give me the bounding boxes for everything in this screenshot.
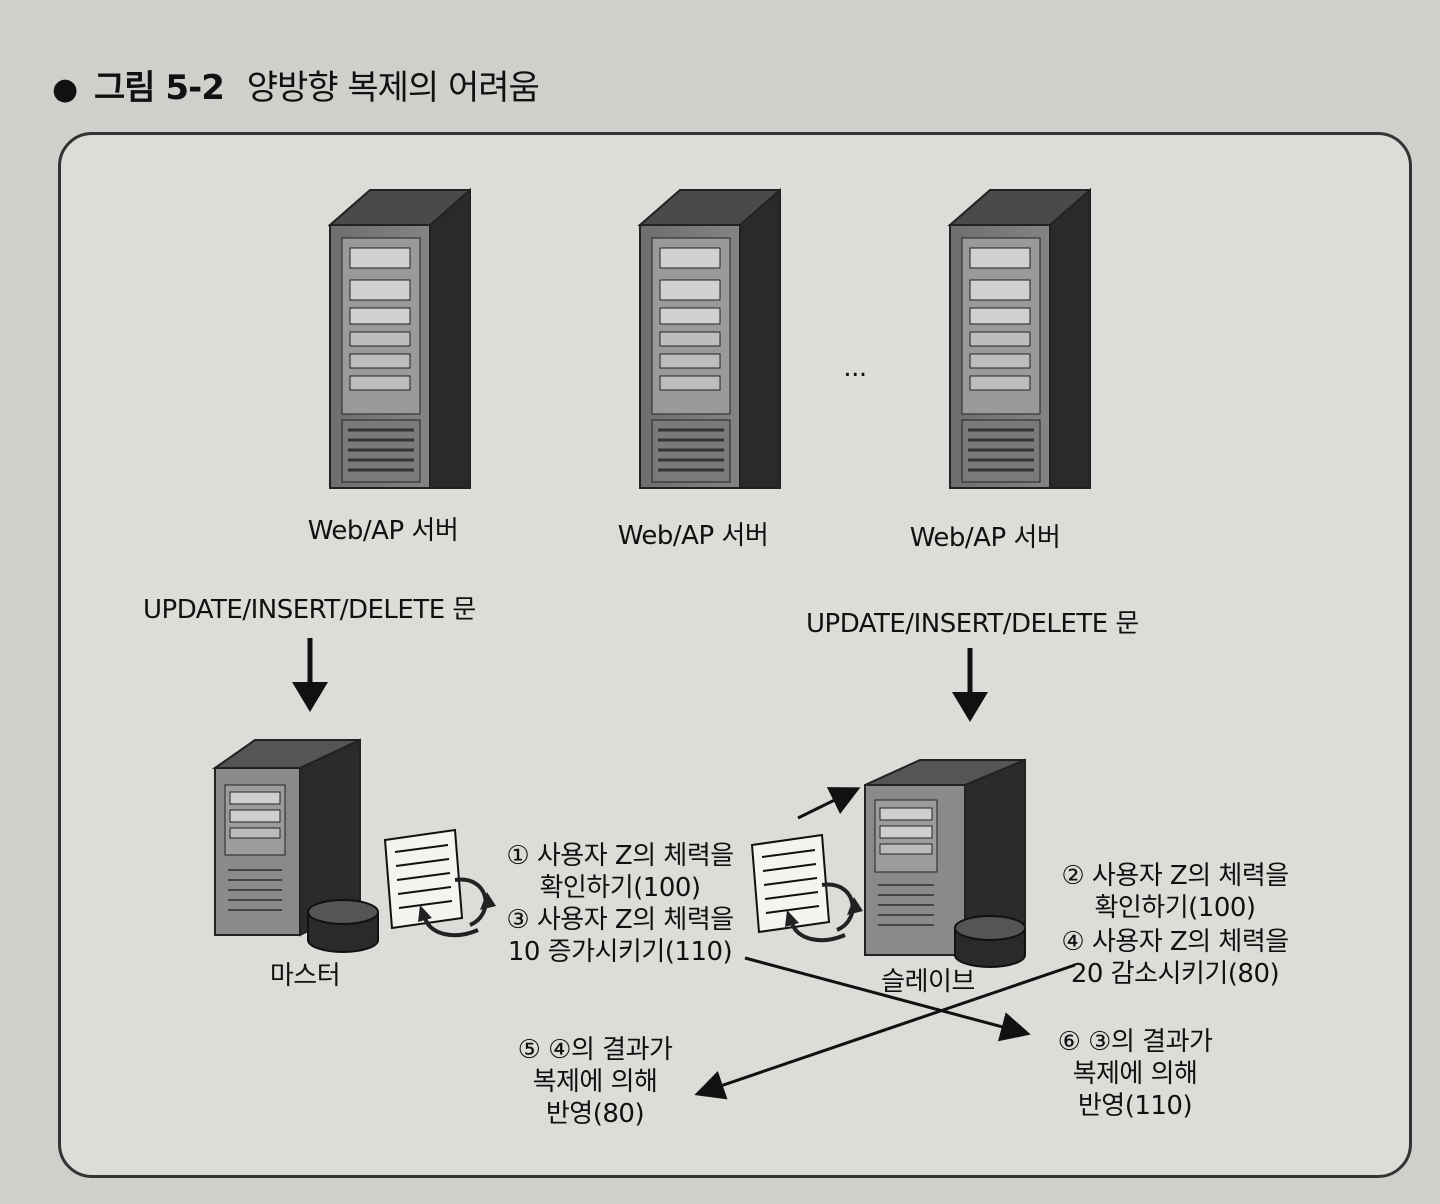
web-server-1-label: Web/AP 서버 bbox=[298, 515, 468, 547]
step-3-line-2: 10 증가시키기(110) bbox=[490, 936, 750, 968]
step-4-line-2: 20 감소시키기(80) bbox=[1040, 958, 1310, 990]
slave-label: 슬레이브 bbox=[868, 966, 988, 998]
step-6-label: ⑥ ③의 결과가 복제에 의해 반영(110) bbox=[1035, 1026, 1235, 1122]
step-3-label: ③ 사용자 Z의 체력을 10 증가시키기(110) bbox=[490, 904, 750, 968]
step-1-line-1: ① 사용자 Z의 체력을 bbox=[490, 840, 750, 872]
step-1-label: ① 사용자 Z의 체력을 확인하기(100) bbox=[490, 840, 750, 904]
web-server-2-label: Web/AP 서버 bbox=[608, 520, 778, 552]
servers-ellipsis: ... bbox=[835, 352, 875, 384]
web-server-3-label: Web/AP 서버 bbox=[900, 522, 1070, 554]
step-6-line-3: 반영(110) bbox=[1035, 1090, 1235, 1122]
step-5-line-3: 반영(80) bbox=[495, 1098, 695, 1130]
web-server-1-icon bbox=[330, 190, 470, 488]
step-6-line-1: ⑥ ③의 결과가 bbox=[1035, 1026, 1235, 1058]
step-2-label: ② 사용자 Z의 체력을 확인하기(100) bbox=[1040, 860, 1310, 924]
step-5-label: ⑤ ④의 결과가 복제에 의해 반영(80) bbox=[495, 1034, 695, 1130]
web-server-3-icon bbox=[950, 190, 1090, 488]
master-sql-arrow bbox=[292, 638, 328, 712]
step-5-line-1: ⑤ ④의 결과가 bbox=[495, 1034, 695, 1066]
step-2-line-1: ② 사용자 Z의 체력을 bbox=[1040, 860, 1310, 892]
slave-sql-label: UPDATE/INSERT/DELETE 문 bbox=[806, 608, 1166, 640]
slave-sql-arrow bbox=[952, 648, 988, 722]
step-4-line-1: ④ 사용자 Z의 체력을 bbox=[1040, 926, 1310, 958]
step-6-line-2: 복제에 의해 bbox=[1035, 1058, 1235, 1090]
step-1-line-2: 확인하기(100) bbox=[490, 872, 750, 904]
step-4-label: ④ 사용자 Z의 체력을 20 감소시키기(80) bbox=[1040, 926, 1310, 990]
step-2-line-2: 확인하기(100) bbox=[1040, 892, 1310, 924]
step-5-line-2: 복제에 의해 bbox=[495, 1066, 695, 1098]
step-3-line-1: ③ 사용자 Z의 체력을 bbox=[490, 904, 750, 936]
web-server-2-icon bbox=[640, 190, 780, 488]
slave-database-icon bbox=[955, 916, 1025, 967]
master-label: 마스터 bbox=[245, 960, 365, 992]
master-database-icon bbox=[308, 900, 378, 952]
slave-log-input-arrow bbox=[798, 790, 855, 818]
master-sql-label: UPDATE/INSERT/DELETE 문 bbox=[143, 594, 503, 626]
